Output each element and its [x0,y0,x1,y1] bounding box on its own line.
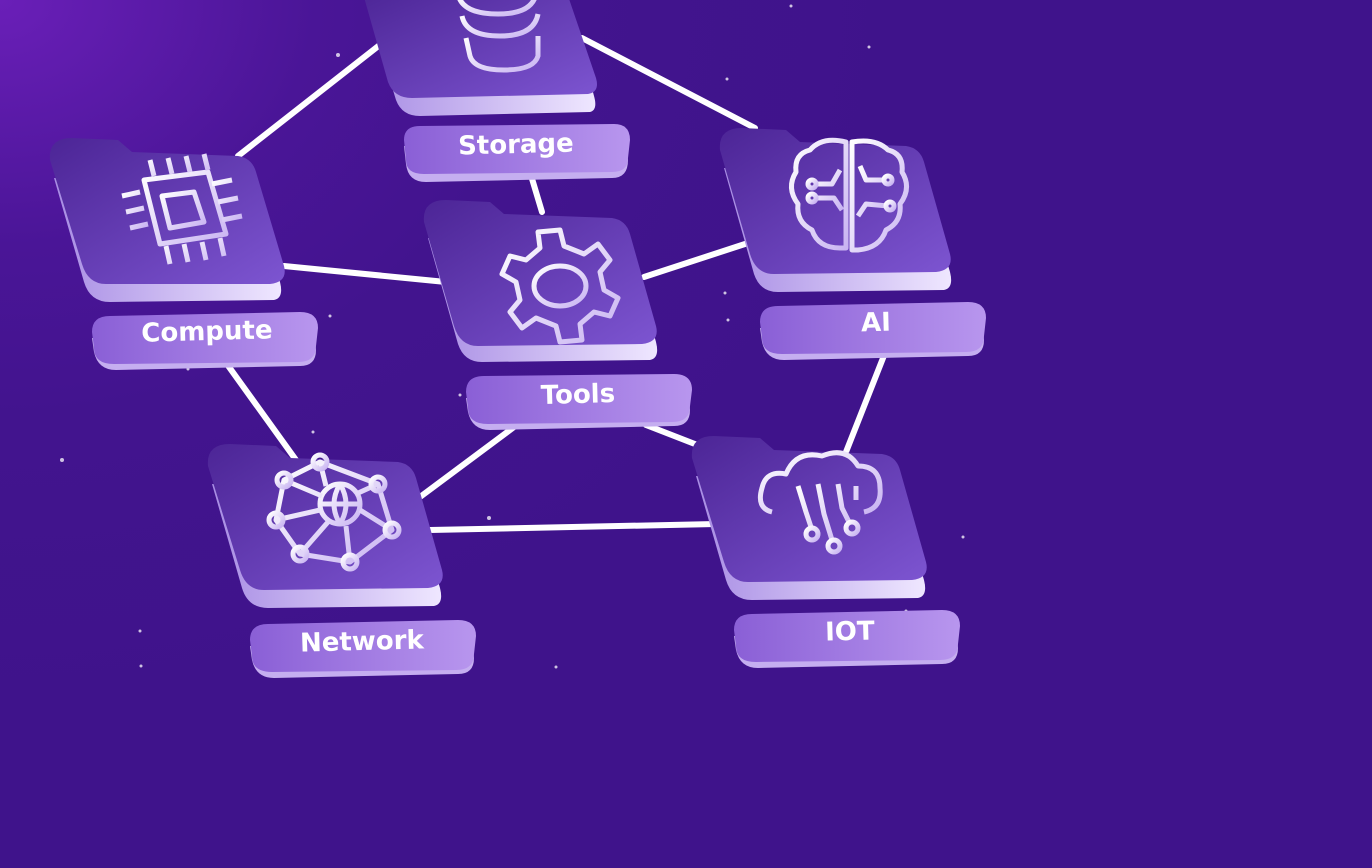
tools-label-text: Tools [540,379,615,411]
edge-compute-tools [281,263,449,285]
network-label-text: Network [300,625,425,658]
network-label: Network [250,620,476,678]
node-ai[interactable]: AI [719,128,986,360]
tools-tile [423,200,658,362]
node-network[interactable]: Network [207,444,476,678]
ai-label: AI [760,302,986,360]
tools-label: Tools [466,374,692,430]
gear-icon [499,227,621,345]
storage-label-text: Storage [458,128,574,161]
edge-network-iot [427,521,719,533]
cloud-circuit-icon [757,450,883,555]
cpu-chip-icon [121,153,243,265]
iot-label: IOT [734,610,960,668]
compute-label-text: Compute [141,315,273,348]
edge-storage-compute [235,37,389,159]
edge-compute-network [221,357,299,463]
edge-tools-iot [643,422,703,449]
brain-circuit-icon [789,137,909,253]
globe-network-icon [266,452,402,572]
ai-label-text: AI [861,308,892,339]
edge-tools-ai [641,240,751,280]
node-tools[interactable]: Tools [423,200,692,430]
storage-tile [364,0,597,116]
edge-ai-iot [843,350,888,455]
node-storage[interactable]: Storage [362,0,630,182]
connector-lines [221,35,888,533]
database-icon [457,0,541,73]
edge-storage-ai [579,35,758,131]
compute-label: Compute [92,312,318,370]
ai-tile [719,128,952,292]
edge-tools-network [417,421,521,500]
storage-label: Storage [404,124,630,182]
node-iot[interactable]: IOT [691,436,960,668]
node-compute[interactable]: Compute [49,138,318,370]
iot-label-text: IOT [825,616,876,647]
